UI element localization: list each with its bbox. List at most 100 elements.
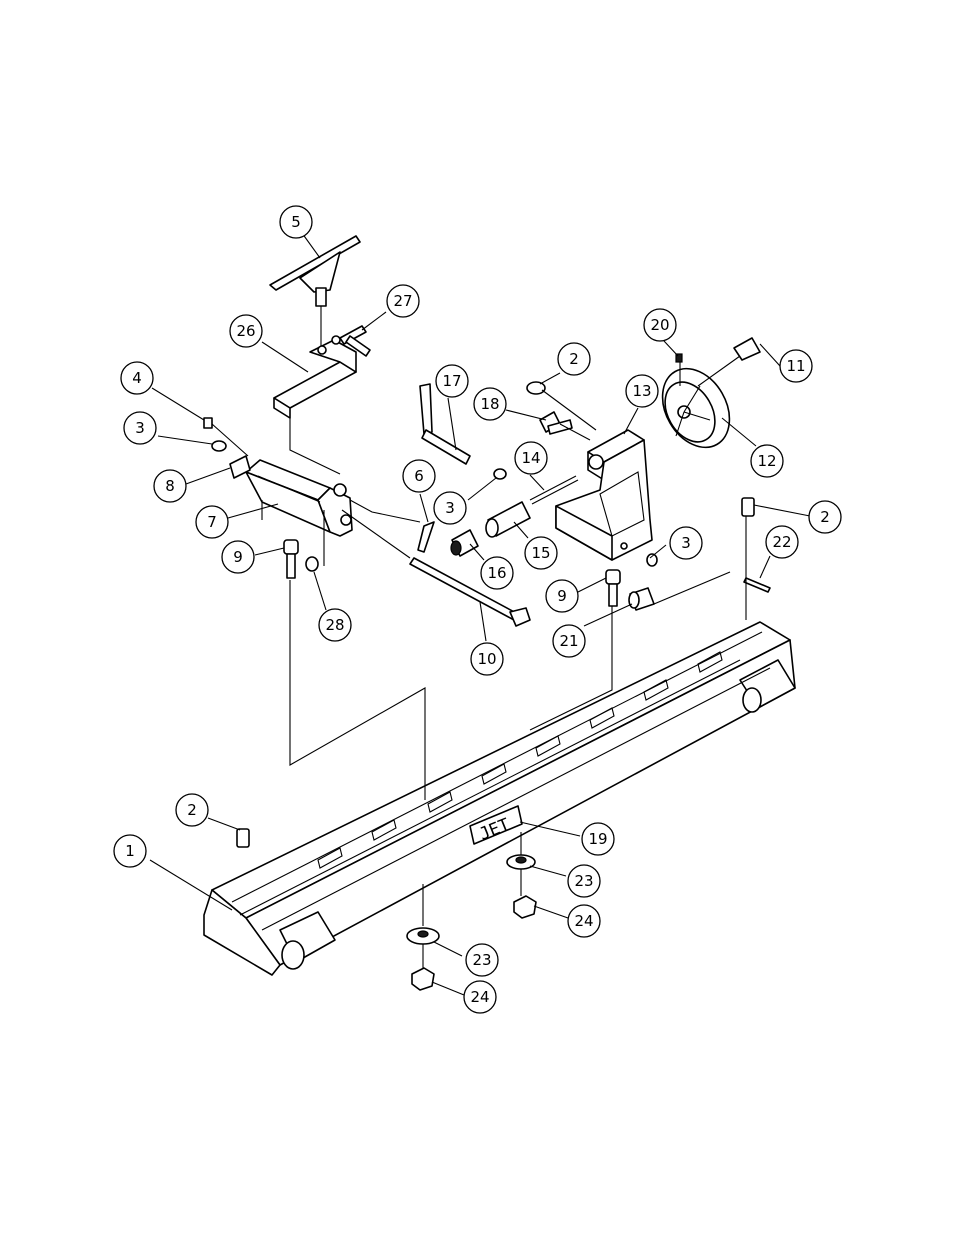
callout-16-label: 16 bbox=[487, 564, 506, 582]
callout-11: 11 bbox=[779, 349, 813, 383]
callout-15: 15 bbox=[524, 536, 558, 570]
callout-9b: 9 bbox=[545, 579, 579, 613]
callout-6-label: 6 bbox=[414, 467, 424, 485]
callout-5: 5 bbox=[279, 205, 313, 239]
callout-3c: 3 bbox=[669, 526, 703, 560]
locking-handle-18 bbox=[539, 411, 573, 435]
callout-2b: 2 bbox=[557, 342, 591, 376]
callout-2a: 2 bbox=[175, 793, 209, 827]
callout-24b-label: 24 bbox=[574, 912, 593, 930]
callout-22: 22 bbox=[765, 525, 799, 559]
callout-14: 14 bbox=[514, 441, 548, 475]
cam-shaft-10 bbox=[409, 557, 531, 627]
bracket-8 bbox=[229, 455, 251, 479]
callout-5-label: 5 bbox=[291, 213, 301, 231]
banjo bbox=[245, 459, 353, 537]
callout-19: 19 bbox=[581, 822, 615, 856]
callout-4: 4 bbox=[120, 361, 154, 395]
callout-17: 17 bbox=[435, 364, 469, 398]
callout-3a-label: 3 bbox=[135, 419, 145, 437]
callout-22-label: 22 bbox=[772, 533, 791, 551]
set-screw-20 bbox=[675, 353, 683, 363]
callout-21-label: 21 bbox=[559, 632, 578, 650]
callout-3a: 3 bbox=[123, 411, 157, 445]
assembly-lines bbox=[211, 355, 747, 968]
callout-9a-label: 9 bbox=[233, 548, 243, 566]
callout-12-label: 12 bbox=[757, 452, 776, 470]
callout-9b-label: 9 bbox=[557, 587, 567, 605]
tool-rest-base bbox=[273, 339, 357, 432]
callout-11-label: 11 bbox=[786, 357, 805, 375]
callout-8: 8 bbox=[153, 469, 187, 503]
callout-2b-label: 2 bbox=[569, 350, 579, 368]
callout-23a-label: 23 bbox=[472, 951, 491, 969]
quill-15 bbox=[485, 501, 531, 538]
callout-27-label: 27 bbox=[393, 292, 412, 310]
callout-2c-label: 2 bbox=[820, 508, 830, 526]
callout-9a: 9 bbox=[221, 540, 255, 574]
handle-11 bbox=[733, 337, 761, 361]
tool-rest bbox=[269, 235, 361, 346]
callout-connectors bbox=[149, 232, 811, 996]
callout-24b: 24 bbox=[567, 904, 601, 938]
callout-23a: 23 bbox=[465, 943, 499, 977]
feed-screw-14 bbox=[529, 475, 579, 505]
callout-14-label: 14 bbox=[521, 449, 540, 467]
callout-13-label: 13 bbox=[632, 382, 651, 400]
callout-18: 18 bbox=[473, 387, 507, 421]
washer-28 bbox=[305, 556, 319, 572]
callout-13: 13 bbox=[625, 374, 659, 408]
callout-7: 7 bbox=[195, 505, 229, 539]
knob-2-right bbox=[741, 497, 755, 517]
callout-27: 27 bbox=[386, 284, 420, 318]
callout-26: 26 bbox=[229, 314, 263, 348]
callout-4-label: 4 bbox=[132, 369, 142, 387]
callout-1-label: 1 bbox=[125, 842, 135, 860]
callout-16: 16 bbox=[480, 556, 514, 590]
callout-2c: 2 bbox=[808, 500, 842, 534]
callout-7-label: 7 bbox=[207, 513, 217, 531]
tailstock bbox=[555, 429, 653, 561]
callout-10: 10 bbox=[470, 642, 504, 676]
callout-15-label: 15 bbox=[531, 544, 550, 562]
handwheel-12 bbox=[661, 367, 731, 449]
callout-19-label: 19 bbox=[588, 830, 607, 848]
callout-26-label: 26 bbox=[236, 322, 255, 340]
live-center-16 bbox=[450, 529, 479, 557]
callout-3b-label: 3 bbox=[445, 499, 455, 517]
locking-handle-27 bbox=[331, 325, 371, 357]
foot-23-right bbox=[506, 854, 536, 870]
callout-20: 20 bbox=[643, 308, 677, 342]
callout-3b: 3 bbox=[433, 491, 467, 525]
retaining-ring-3-center bbox=[493, 468, 507, 480]
callout-1: 1 bbox=[113, 834, 147, 868]
callout-24a-label: 24 bbox=[470, 988, 489, 1006]
callout-8-label: 8 bbox=[165, 477, 175, 495]
callout-21: 21 bbox=[552, 624, 586, 658]
callout-3c-label: 3 bbox=[681, 534, 691, 552]
knob-2-left bbox=[236, 828, 250, 848]
clamp-bolt-9-left bbox=[283, 539, 299, 579]
key-22 bbox=[743, 577, 771, 593]
retaining-ring-3-left bbox=[211, 440, 227, 452]
knob-2-top bbox=[526, 381, 546, 395]
nut-24-right bbox=[513, 895, 537, 919]
lathe-bed: JET bbox=[203, 621, 796, 976]
callout-28-label: 28 bbox=[325, 616, 344, 634]
locking-lever-6 bbox=[417, 521, 435, 553]
callout-23b-label: 23 bbox=[574, 872, 593, 890]
retaining-ring-3-right bbox=[646, 553, 658, 567]
callout-6: 6 bbox=[402, 459, 436, 493]
callout-10-label: 10 bbox=[477, 650, 496, 668]
set-screw-4 bbox=[203, 417, 213, 429]
callout-2a-label: 2 bbox=[187, 801, 197, 819]
callout-17-label: 17 bbox=[442, 372, 461, 390]
callout-23b: 23 bbox=[567, 864, 601, 898]
sleeve-21 bbox=[628, 587, 655, 611]
callout-24a: 24 bbox=[463, 980, 497, 1014]
callout-20-label: 20 bbox=[650, 316, 669, 334]
clamp-bolt-9-right bbox=[605, 569, 621, 607]
rail-slots bbox=[317, 651, 723, 869]
callout-28: 28 bbox=[318, 608, 352, 642]
